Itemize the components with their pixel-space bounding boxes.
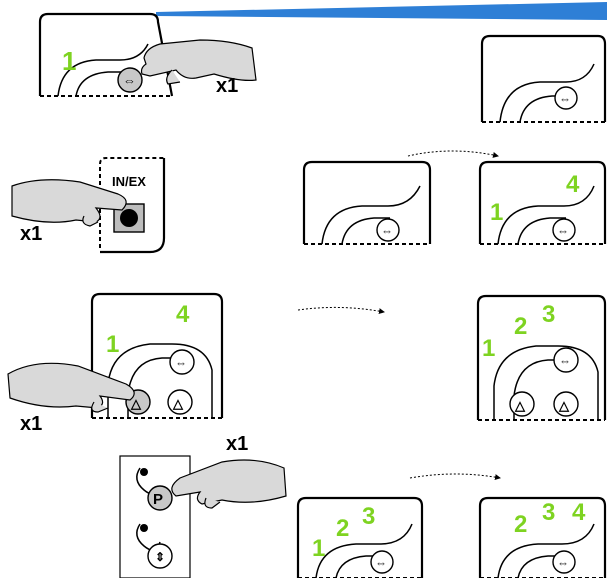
display-digit: 1 bbox=[490, 199, 503, 226]
display-digit: 1 bbox=[62, 46, 76, 76]
step2-inex-panel: IN/EX x1 bbox=[11, 157, 166, 254]
svg-text:⇔: ⇔ bbox=[557, 224, 569, 238]
press-count-label: x1 bbox=[20, 413, 42, 435]
svg-text:⇔: ⇔ bbox=[559, 92, 571, 106]
svg-text:⇔: ⇔ bbox=[375, 556, 387, 570]
display-digit: 1 bbox=[106, 331, 119, 358]
triangle-up-icon bbox=[553, 391, 579, 417]
in-ex-label: IN/EX bbox=[112, 174, 146, 189]
swap-arrows-icon bbox=[370, 550, 394, 574]
step3-before-display: 1 4 ⇔ △ △ x1 bbox=[7, 292, 224, 435]
dotted-arrow-icon bbox=[409, 473, 501, 481]
svg-text:△: △ bbox=[172, 396, 184, 411]
in-ex-button bbox=[120, 209, 138, 227]
hand-icon bbox=[11, 179, 127, 223]
swap-arrows-icon bbox=[169, 349, 195, 375]
step1-after-display: ⇔ bbox=[480, 34, 607, 123]
dotted-arrow-icon bbox=[297, 306, 385, 315]
updown-arrows-icon bbox=[147, 543, 173, 569]
svg-text:△: △ bbox=[558, 398, 570, 413]
press-count-label: x1 bbox=[226, 433, 248, 455]
swap-arrows-icon bbox=[553, 347, 579, 373]
swap-arrows-icon bbox=[552, 550, 576, 574]
swap-arrows-icon bbox=[552, 218, 576, 242]
display-digit: 3 bbox=[362, 503, 375, 530]
swap-arrows-icon bbox=[376, 218, 400, 242]
step1-before-display: 1 ⇔ x1 bbox=[38, 12, 257, 97]
p-button-icon bbox=[147, 485, 173, 511]
display-digit: 1 bbox=[482, 335, 495, 362]
press-count-label: x1 bbox=[216, 75, 238, 97]
step4-after-display: 2 3 4 ⇔ bbox=[478, 496, 607, 578]
hand-icon bbox=[171, 459, 287, 505]
svg-text:⇔: ⇔ bbox=[381, 224, 393, 238]
press-count-label: x1 bbox=[20, 223, 42, 245]
svg-text:⇔: ⇔ bbox=[175, 356, 187, 370]
svg-text:⇔: ⇔ bbox=[557, 556, 569, 570]
svg-text:⇔: ⇔ bbox=[123, 73, 136, 88]
display-digit: 2 bbox=[514, 313, 527, 340]
dotted-arrow-icon bbox=[407, 150, 499, 158]
triangle-up-icon bbox=[509, 391, 535, 417]
header-banner bbox=[156, 2, 607, 20]
display-digit: 1 bbox=[312, 535, 325, 562]
step4-before-display: 1 2 3 ⇔ bbox=[296, 496, 424, 578]
svg-text:⇔: ⇔ bbox=[559, 354, 571, 368]
swap-arrows-icon bbox=[554, 86, 578, 110]
svg-text:P: P bbox=[153, 491, 163, 508]
step2-before-display: ⇔ bbox=[302, 160, 432, 245]
svg-text:△: △ bbox=[130, 396, 142, 411]
step4-button-strip: P ⇕ x1 bbox=[119, 433, 287, 578]
display-digit: 2 bbox=[336, 515, 349, 542]
svg-text:△: △ bbox=[514, 398, 526, 413]
display-digit: 3 bbox=[542, 301, 555, 328]
triangle-up-icon bbox=[167, 389, 193, 415]
hand-icon bbox=[140, 39, 257, 81]
display-digit: 4 bbox=[176, 301, 190, 328]
display-digit: 4 bbox=[572, 499, 586, 526]
display-digit: 4 bbox=[566, 171, 580, 198]
display-digit: 2 bbox=[514, 511, 527, 538]
swap-arrows-icon bbox=[117, 67, 143, 93]
step3-after-display: 1 2 3 ⇔ △ △ bbox=[476, 294, 607, 421]
step2-after-display: 1 4 ⇔ bbox=[478, 160, 607, 245]
svg-text:⇕: ⇕ bbox=[155, 550, 165, 564]
hand-icon bbox=[7, 362, 135, 409]
display-digit: 3 bbox=[542, 499, 555, 526]
